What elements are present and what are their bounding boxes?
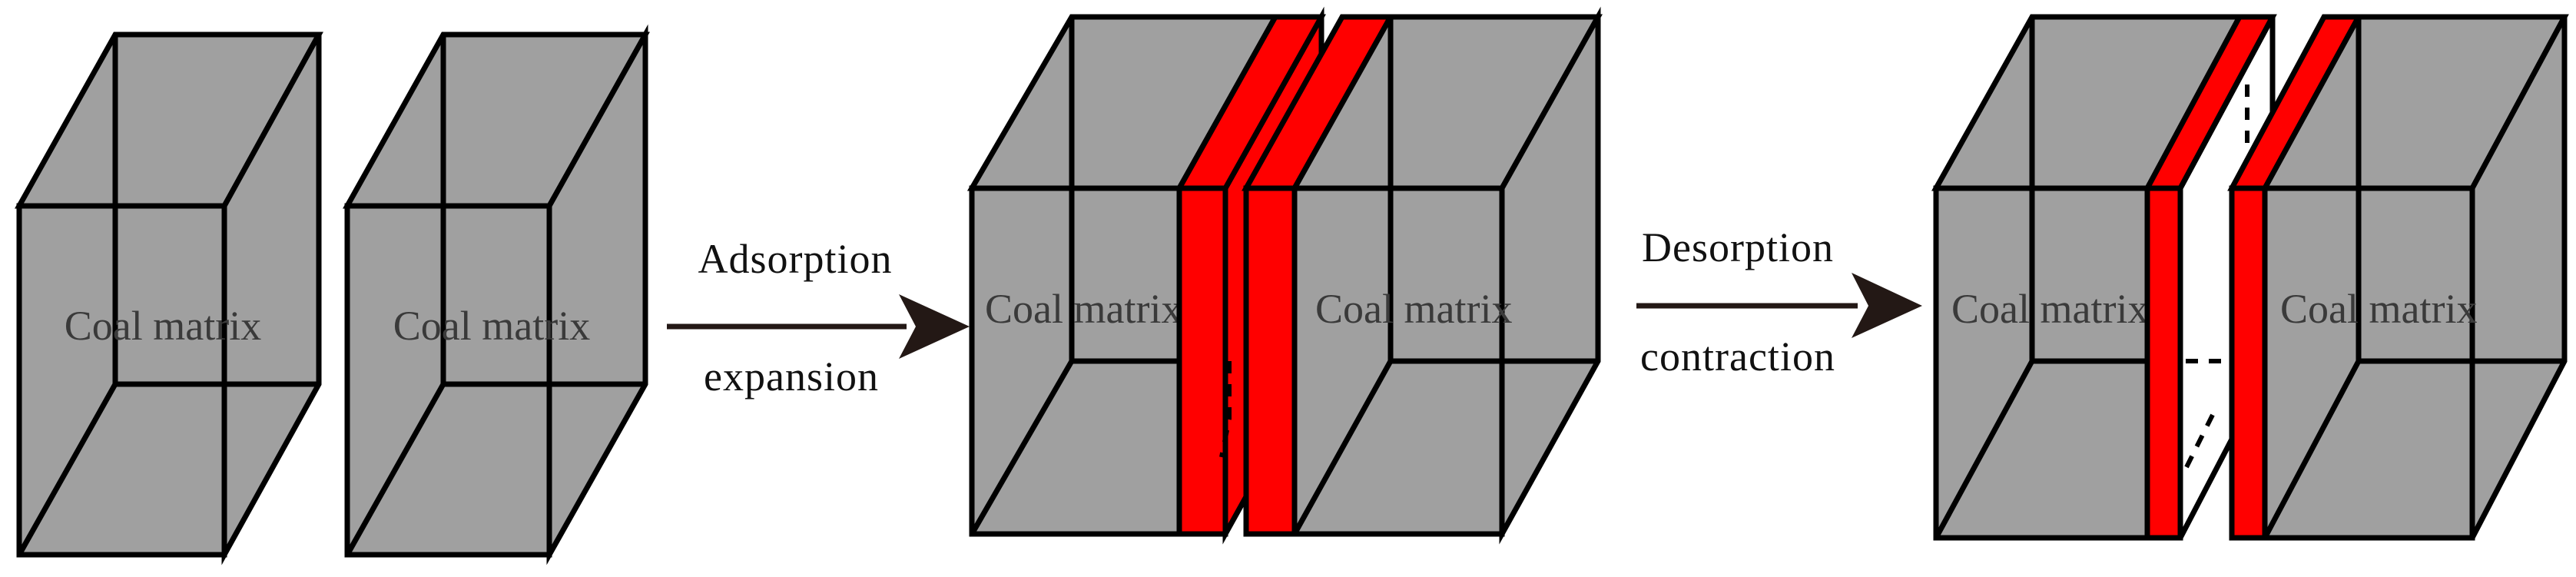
adsorbed-layer-left-front bbox=[1176, 185, 1228, 537]
coal-block-6-hidden-edges bbox=[2262, 17, 2564, 539]
thin-layer-right-front bbox=[2229, 185, 2268, 541]
coal-block-4: Coal matrix bbox=[1290, 6, 1603, 545]
coal-matrix-label-5: Coal matrix bbox=[1951, 286, 2148, 332]
coal-matrix-label-6: Coal matrix bbox=[2280, 286, 2477, 332]
arrow-adsorption-label-bottom: expansion bbox=[704, 353, 879, 400]
arrow-desorption: Desorption contraction bbox=[1636, 224, 1922, 380]
adsorbed-layer-right-front bbox=[1243, 185, 1298, 537]
thin-layer-right bbox=[2227, 14, 2363, 541]
stage-expanded: Coal matrix Coal matrix bbox=[966, 6, 1603, 545]
adsorbed-layer-left-dashed-edge bbox=[1219, 361, 1232, 458]
coal-block-5-hidden-edges bbox=[1933, 17, 2147, 539]
arrow-adsorption: Adsorption expansion bbox=[667, 236, 970, 400]
coal-block-1: Coal matrix bbox=[15, 32, 323, 565]
coal-block-1-hidden-edges bbox=[16, 35, 319, 556]
arrow-adsorption-head bbox=[899, 294, 970, 359]
coal-matrix-label-2: Coal matrix bbox=[393, 303, 590, 349]
coal-matrix-label-1: Coal matrix bbox=[65, 303, 261, 349]
coal-block-4-hidden-edges bbox=[1291, 17, 1598, 536]
coal-block-3-hidden-edges bbox=[969, 17, 1179, 536]
arrow-desorption-label-top: Desorption bbox=[1642, 224, 1834, 270]
coal-matrix-label-3: Coal matrix bbox=[985, 286, 1182, 332]
coal-matrix-label-4: Coal matrix bbox=[1315, 286, 1512, 332]
stage-initial: Coal matrix Coal matrix bbox=[15, 24, 650, 565]
stage-contracted: Coal matrix Coal matrix bbox=[1931, 14, 2569, 541]
arrow-desorption-label-bottom: contraction bbox=[1640, 333, 1835, 380]
thin-layer-left-front bbox=[2144, 185, 2183, 541]
coal-block-2: Coal matrix bbox=[343, 24, 650, 565]
arrow-adsorption-label-top: Adsorption bbox=[698, 236, 893, 282]
coal-block-5: Coal matrix bbox=[1931, 14, 2244, 541]
coal-block-3: Coal matrix bbox=[966, 14, 1280, 537]
coal-block-2-hidden-edges bbox=[344, 35, 645, 556]
arrow-desorption-head bbox=[1852, 273, 1922, 338]
coal-block-6: Coal matrix bbox=[2260, 14, 2569, 541]
